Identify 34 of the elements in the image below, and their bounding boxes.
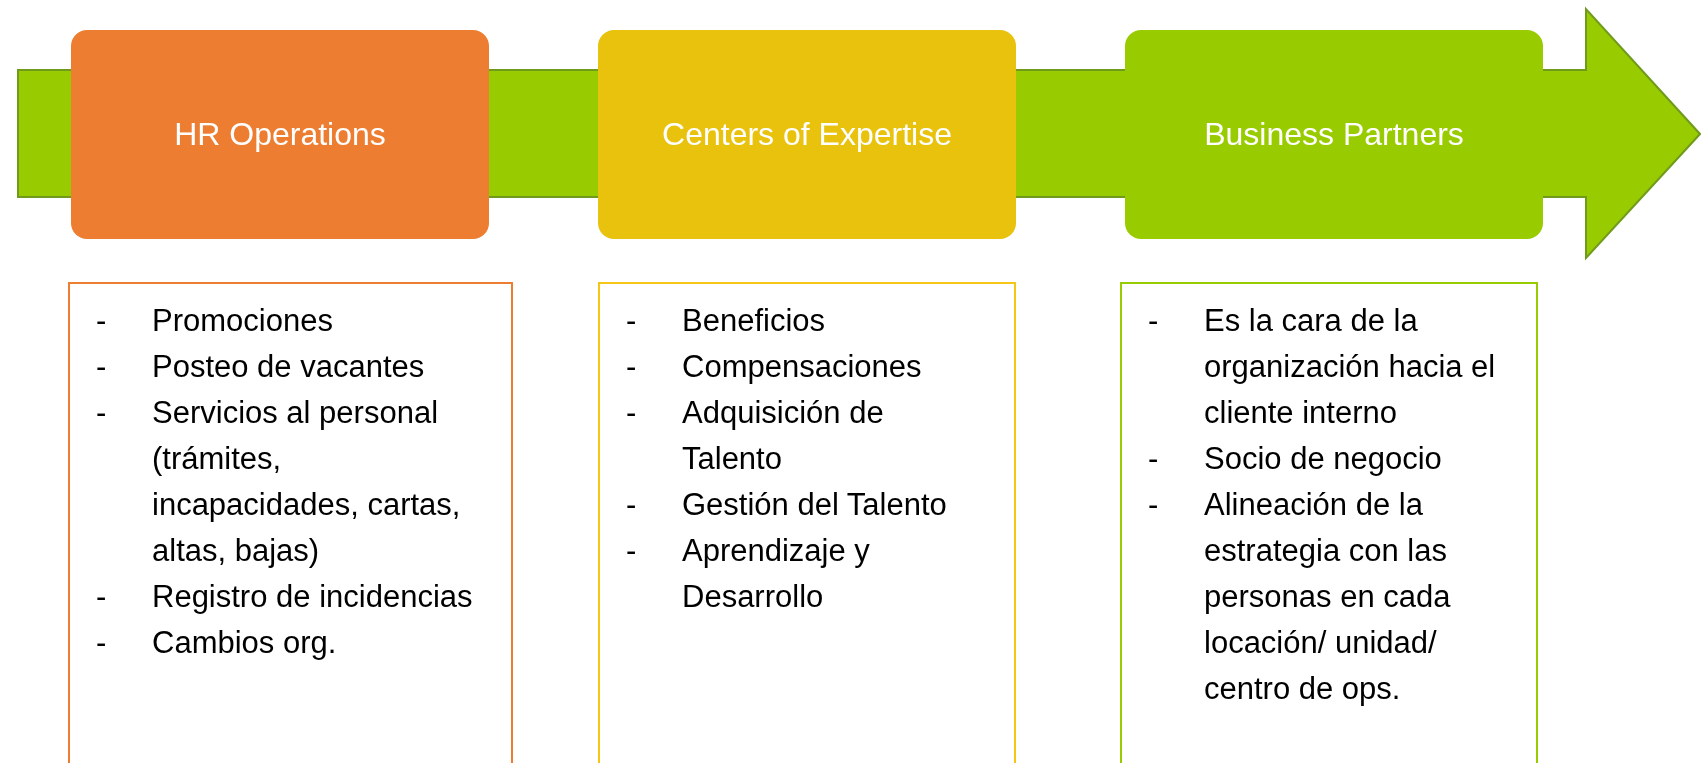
bullet-dash: - (1148, 302, 1159, 340)
stage-title: Centers of Expertise (662, 116, 952, 153)
stage-title: Business Partners (1204, 116, 1464, 153)
list-item: Alineación de la estrategia con las personas en cada locación/ unidad/ centro de ops. (1204, 487, 1451, 706)
list-item: Servicios al personal (trámites, incapacidades, cartas, altas, bajas) (152, 395, 461, 568)
list-item: Aprendizaje y Desarrollo (682, 533, 870, 614)
stage-title: HR Operations (174, 116, 386, 153)
bullet-dash: - (626, 532, 637, 570)
list-box (68, 282, 513, 763)
bullet-dash: - (1148, 440, 1159, 478)
bullet-dash: - (96, 578, 107, 616)
list-box (598, 282, 1016, 763)
list-item: Registro de incidencias (152, 579, 473, 614)
bullet-dash: - (96, 624, 107, 662)
bullet-dash: - (96, 348, 107, 386)
list-item: Es la cara de la organización hacia el cliente interno (1204, 303, 1496, 430)
bullet-dash: - (626, 348, 637, 386)
list-item: Beneficios (682, 303, 826, 338)
list-item: Cambios org. (152, 625, 337, 660)
bullet-dash: - (626, 486, 637, 524)
bullet-dash: - (96, 302, 107, 340)
list-item: Posteo de vacantes (152, 349, 425, 384)
list-item: Socio de negocio (1204, 441, 1442, 476)
bullet-dash: - (1148, 486, 1159, 524)
list-item: Promociones (152, 303, 333, 338)
stage-box (598, 30, 1016, 239)
list-item: Compensaciones (682, 349, 922, 384)
stage-box (71, 30, 489, 239)
list-item: Gestión del Talento (682, 487, 947, 522)
bullet-dash: - (96, 394, 107, 432)
list-item: Adquisición de Talento (682, 395, 884, 476)
bullet-dash: - (626, 302, 637, 340)
bullet-dash: - (626, 394, 637, 432)
list-box (1120, 282, 1538, 763)
